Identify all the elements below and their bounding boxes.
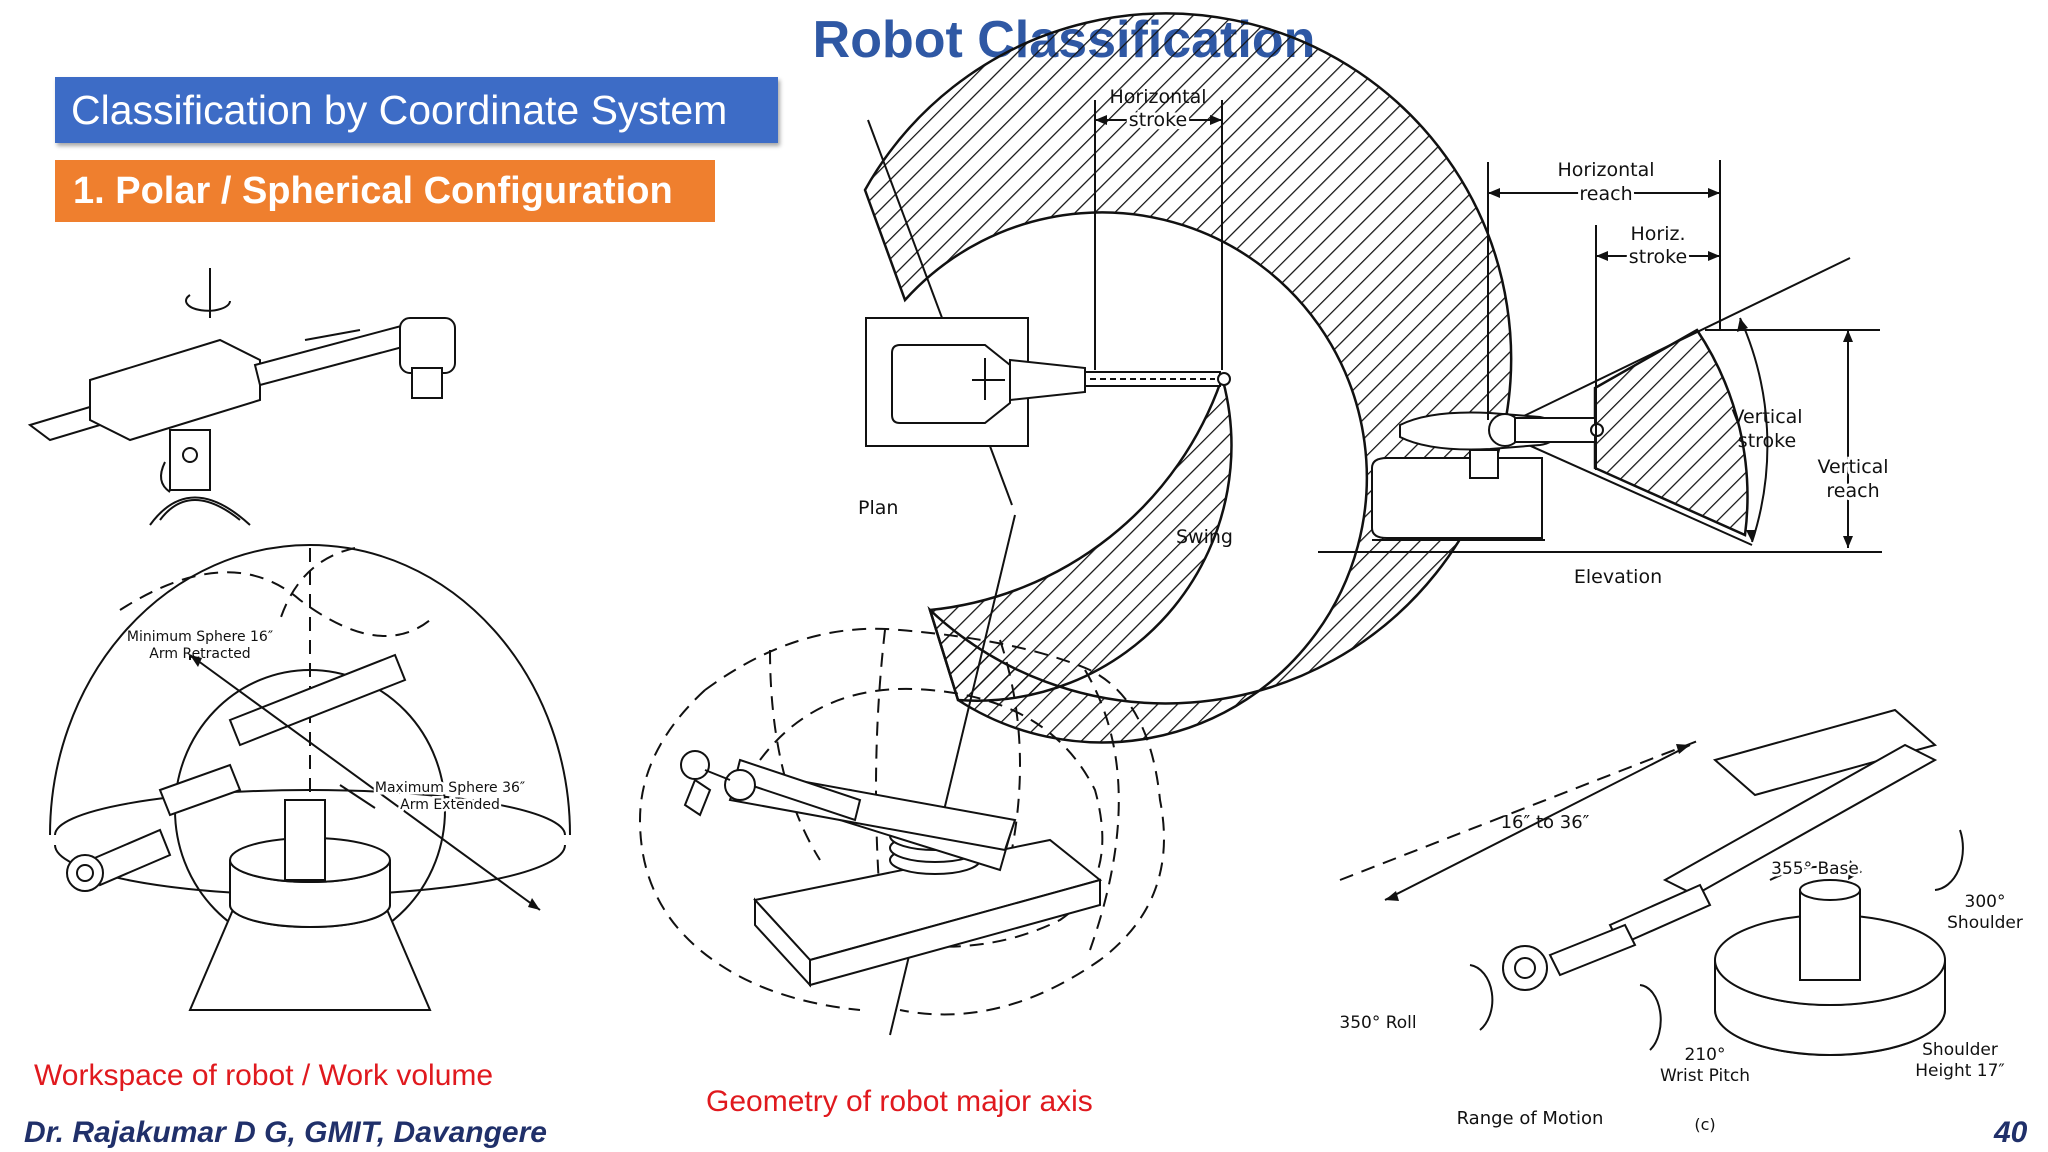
pivot-arrow-icon [160, 461, 171, 493]
polar-robot-sketch [27, 268, 456, 526]
rotation-arrow-icon [185, 294, 231, 312]
workspace-caption: Workspace of robot / Work volume [34, 1059, 494, 1092]
major-axis-geometry-diagram [638, 627, 1165, 1016]
max-sphere-label-2: Arm Extended [400, 797, 500, 813]
geometry-caption: Geometry of robot major axis [706, 1085, 1093, 1118]
vertical-reach-label-2: reach [1826, 480, 1879, 502]
page-number: 40 [1994, 1116, 2028, 1149]
horizontal-stroke-label-1: Horizontal [1109, 86, 1206, 108]
wrist-pitch-label: Wrist Pitch [1660, 1066, 1750, 1086]
extend-arrow-icon [304, 329, 361, 341]
horizontal-reach-label-2: reach [1579, 183, 1632, 205]
vertical-stroke-label-1: Vertical [1731, 406, 1802, 428]
plan-label: Plan [858, 497, 898, 519]
horizontal-stroke-label-2: stroke [1129, 109, 1187, 131]
section-header: Classification by Coordinate System [55, 77, 778, 143]
elevation-view-diagram: Horizontal reach Horiz. stroke Vertical … [1318, 159, 1892, 588]
base-rotation-label: 355° Base [1771, 859, 1859, 879]
max-sphere-label-1: Maximum Sphere 36″ [375, 780, 525, 796]
range-length-label: 16″ to 36″ [1501, 812, 1590, 833]
figure-letter: (c) [1694, 1115, 1715, 1134]
shoulder-angle-label: 300° [1965, 892, 2006, 912]
wrist-angle-label: 210° [1685, 1045, 1726, 1065]
configuration-header: 1. Polar / Spherical Configuration [55, 160, 715, 222]
horizontal-reach-label-1: Horizontal [1557, 159, 1654, 181]
plan-view-diagram: Horizontal stroke Plan Swing [858, 12, 1513, 1036]
horiz-stroke-label-1: Horiz. [1630, 223, 1685, 245]
work-volume-sphere-diagram: Minimum Sphere 16″ Arm Retracted Maximum… [49, 544, 571, 1011]
vertical-reach-label-1: Vertical [1817, 456, 1888, 478]
elevation-label: Elevation [1574, 566, 1662, 588]
swing-label: Swing [1176, 526, 1233, 548]
footer-author: Dr. Rajakumar D G, GMIT, Davangere [24, 1116, 547, 1149]
vertical-stroke-label-2: stroke [1738, 430, 1796, 452]
range-of-motion-label: Range of Motion [1457, 1108, 1604, 1129]
roll-label: 350° Roll [1339, 1013, 1416, 1033]
min-sphere-label-2: Arm Retracted [149, 646, 250, 662]
shoulder-height-label-2: Height 17″ [1915, 1061, 2005, 1081]
shoulder-label: Shoulder [1947, 913, 2023, 933]
shoulder-height-label-1: Shoulder [1922, 1040, 1998, 1060]
horiz-stroke-label-2: stroke [1629, 246, 1687, 268]
min-sphere-label-1: Minimum Sphere 16″ [127, 629, 273, 645]
range-of-motion-diagram: 16″ to 36″ 355° Base 300° Shoulder 350° … [1339, 708, 2023, 1134]
